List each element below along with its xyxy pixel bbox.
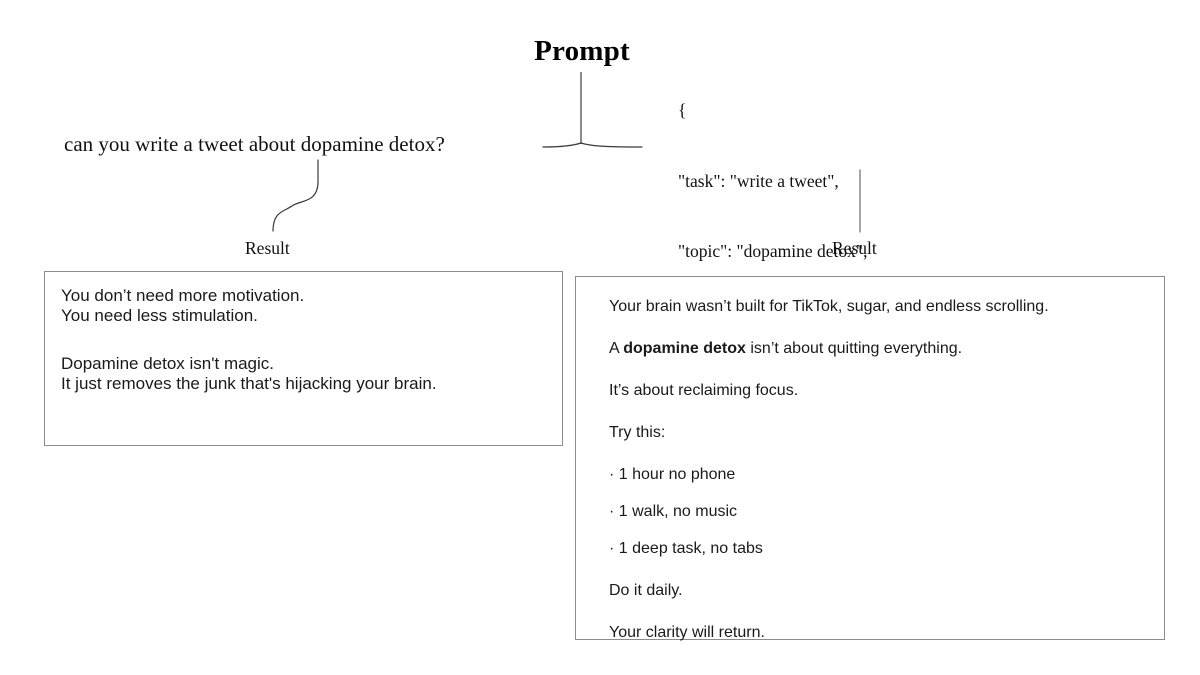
right-result-para-4: Try this: <box>609 424 666 441</box>
json-line-topic: "topic": "dopamine detox", <box>678 241 868 261</box>
right-result-para-2-bold: dopamine detox <box>623 340 746 357</box>
json-line-open: { <box>678 100 687 120</box>
json-line-task: "task": "write a tweet", <box>678 170 839 191</box>
right-result-para-5: Do it daily. <box>609 582 683 599</box>
right-result-bullet-3: · 1 deep task, no tabs <box>609 540 763 557</box>
right-result-box: Your brain wasn’t built for TikTok, suga… <box>575 276 1165 641</box>
left-result-line-2: You need less stimulation. <box>61 306 258 325</box>
right-result-para-2-prefix: A <box>609 340 624 357</box>
prompt-split-line <box>542 142 643 148</box>
right-result-bullet-2: · 1 walk, no music <box>609 503 738 520</box>
left-result-line-3: Dopamine detox isn't magic. <box>61 354 275 373</box>
right-result-bullet-1: · 1 hour no phone <box>609 466 736 483</box>
right-result-label: Result <box>832 238 877 258</box>
left-result-label: Result <box>245 238 290 258</box>
natural-language-prompt-text: can you write a tweet about dopamine det… <box>64 132 445 156</box>
left-result-box: You don’t need more motivation. You need… <box>44 271 563 446</box>
right-result-para-6: Your clarity will return. <box>609 624 765 641</box>
right-result-para-2: A dopamine detox isn’t about quitting ev… <box>609 339 1146 358</box>
right-result-para-1: Your brain wasn’t built for TikTok, suga… <box>609 298 1049 315</box>
left-result-connector <box>272 159 319 232</box>
left-result-line-1: You don’t need more motivation. <box>61 286 305 305</box>
right-result-para-3: It’s about reclaiming focus. <box>609 382 799 399</box>
left-result-line-4: It just removes the junk that's hijackin… <box>61 374 437 393</box>
page-title: Prompt <box>534 35 630 67</box>
right-result-para-2-suffix: isn’t about quitting everything. <box>745 340 963 357</box>
